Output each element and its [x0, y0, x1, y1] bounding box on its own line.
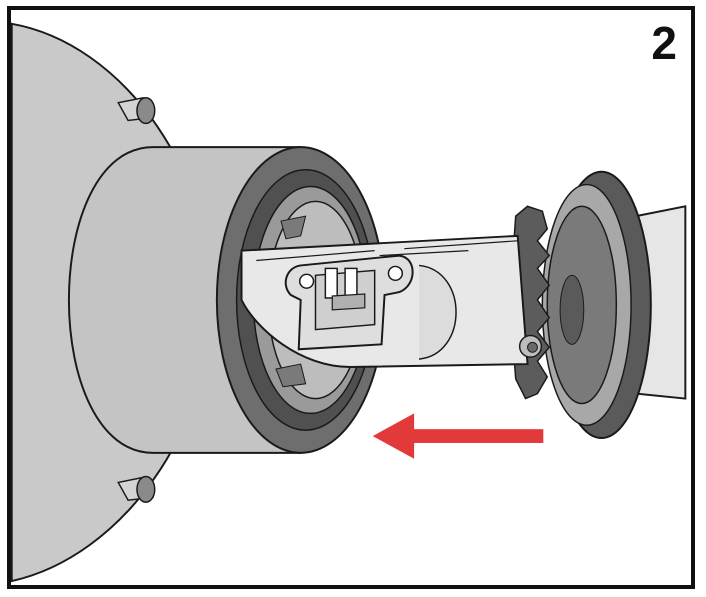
peg-top: [117, 96, 156, 125]
step-number: 2: [651, 17, 677, 69]
diagram-border: 2: [7, 6, 695, 589]
left-arrow-icon: [372, 413, 544, 459]
peg-bottom: [117, 475, 156, 503]
assembly-drawing: [11, 22, 687, 583]
clip-bracket: [284, 254, 414, 351]
